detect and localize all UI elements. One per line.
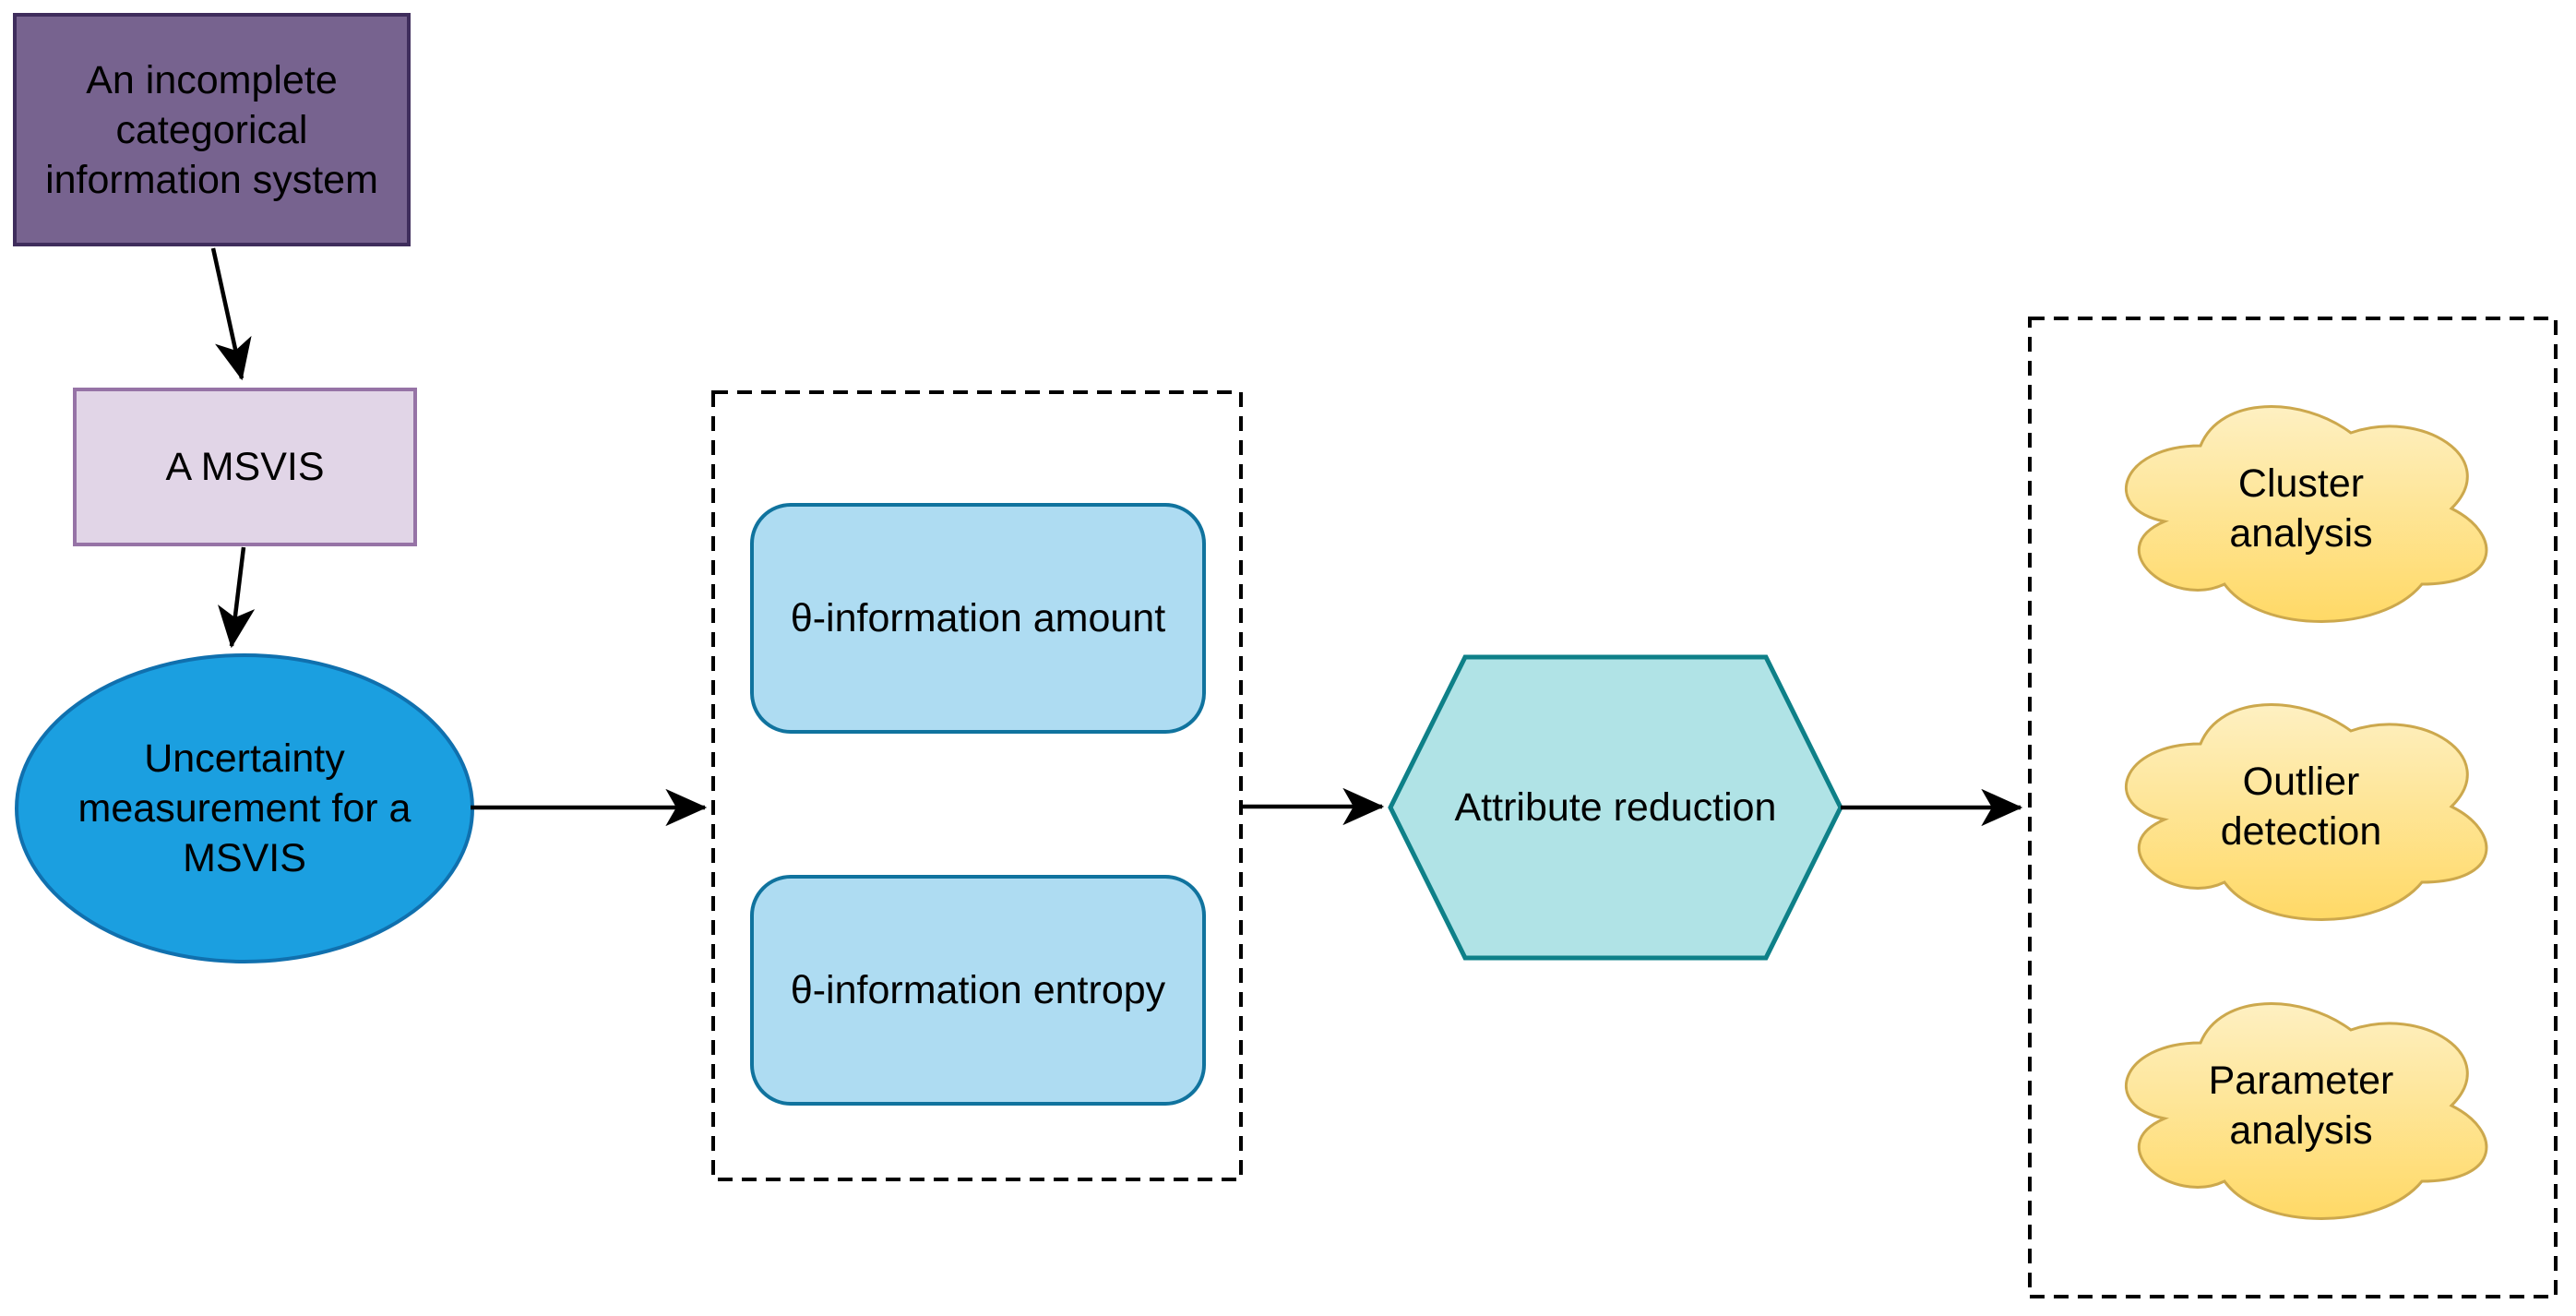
uncertainty-measurement-node	[15, 653, 474, 963]
outlier-detection-node	[2125, 703, 2488, 921]
info-entropy-node	[750, 875, 1206, 1106]
msvis-node	[73, 388, 417, 546]
cluster-analysis-node	[2125, 405, 2488, 623]
attribute-reduction-node	[1388, 654, 1843, 961]
parameter-analysis-node	[2125, 1002, 2488, 1220]
arrow-incomplete-to-msvis	[210, 247, 252, 381]
incomplete-system-node	[13, 13, 411, 246]
applications-group-box	[2028, 317, 2558, 1298]
info-amount-node	[750, 503, 1206, 734]
measures-group-box	[711, 390, 1243, 1181]
arrow-msvis-to-uncertainty	[218, 546, 256, 649]
